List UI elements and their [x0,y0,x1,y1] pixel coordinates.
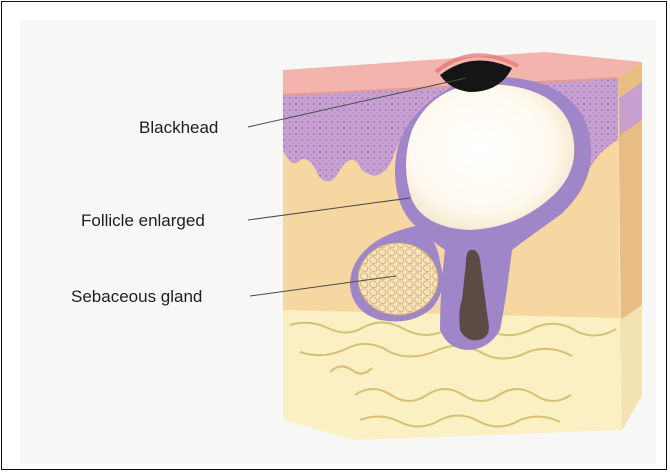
label-blackhead: Blackhead [139,118,218,138]
block-side-face [618,62,642,430]
label-sebaceous-gland: Sebaceous gland [71,287,202,307]
label-follicle-enlarged: Follicle enlarged [81,211,205,231]
sebaceous-gland [358,243,438,315]
